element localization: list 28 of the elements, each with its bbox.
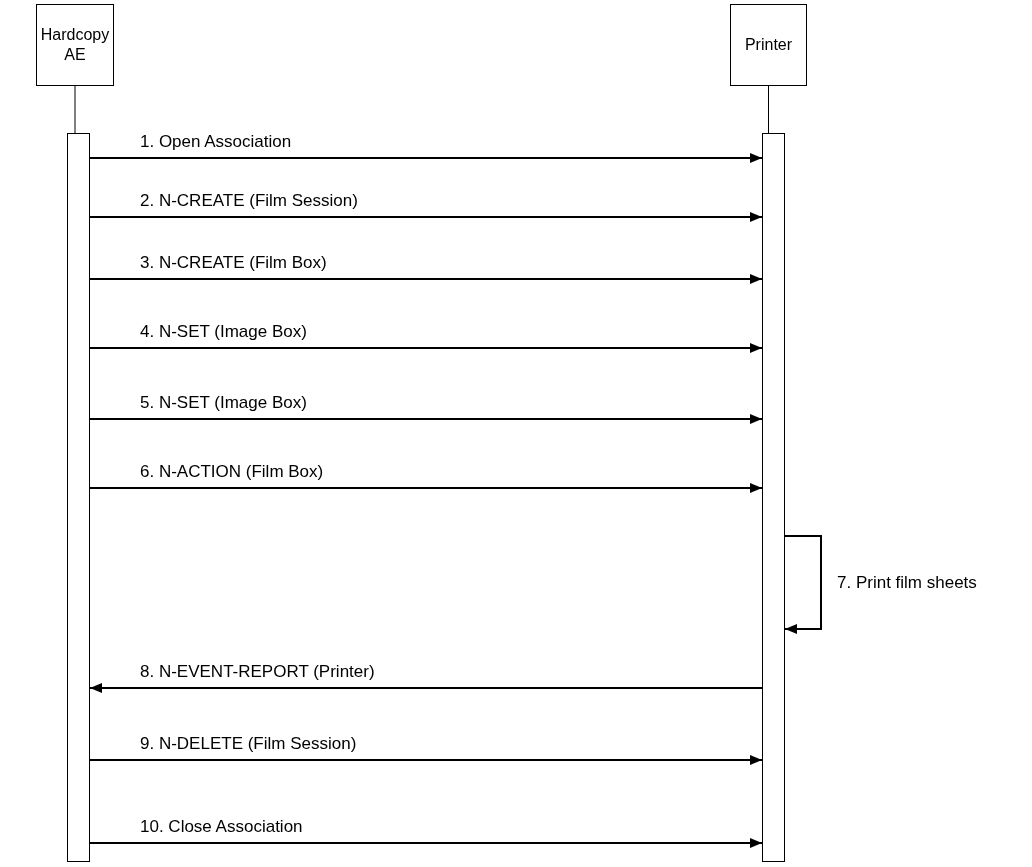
message-label: 3. N-CREATE (Film Box): [140, 253, 327, 273]
message-label: 7. Print film sheets: [837, 573, 977, 593]
message-arrow: [89, 683, 763, 693]
message-arrow: [89, 212, 763, 222]
message-label: 10. Close Association: [140, 817, 303, 837]
message-label: 6. N-ACTION (Film Box): [140, 462, 324, 482]
message-label: 8. N-EVENT-REPORT (Printer): [140, 662, 375, 682]
activation-bar: [762, 133, 785, 862]
participant-name: Printer: [744, 35, 793, 55]
message-arrow: [89, 274, 763, 284]
message-label: 1. Open Association: [140, 132, 292, 152]
message-arrow: [89, 755, 763, 765]
message-arrow: [89, 153, 763, 163]
lifeline: [74, 85, 76, 134]
message-label: 9. N-DELETE (Film Session): [140, 734, 357, 754]
lifeline: [768, 85, 769, 134]
participant-box: [730, 4, 807, 86]
participant-box: [36, 4, 114, 86]
message-arrow: [89, 343, 763, 353]
message-arrow: [89, 414, 763, 424]
participant-name: Hardcopy AE: [39, 25, 111, 65]
activation-bar: [67, 133, 90, 862]
message-label: 2. N-CREATE (Film Session): [140, 191, 358, 211]
message-label: 4. N-SET (Image Box): [140, 322, 307, 342]
message-label: 5. N-SET (Image Box): [140, 393, 307, 413]
message-arrow: [89, 483, 763, 493]
self-message-arrow: [784, 535, 822, 634]
message-arrow: [89, 838, 763, 848]
